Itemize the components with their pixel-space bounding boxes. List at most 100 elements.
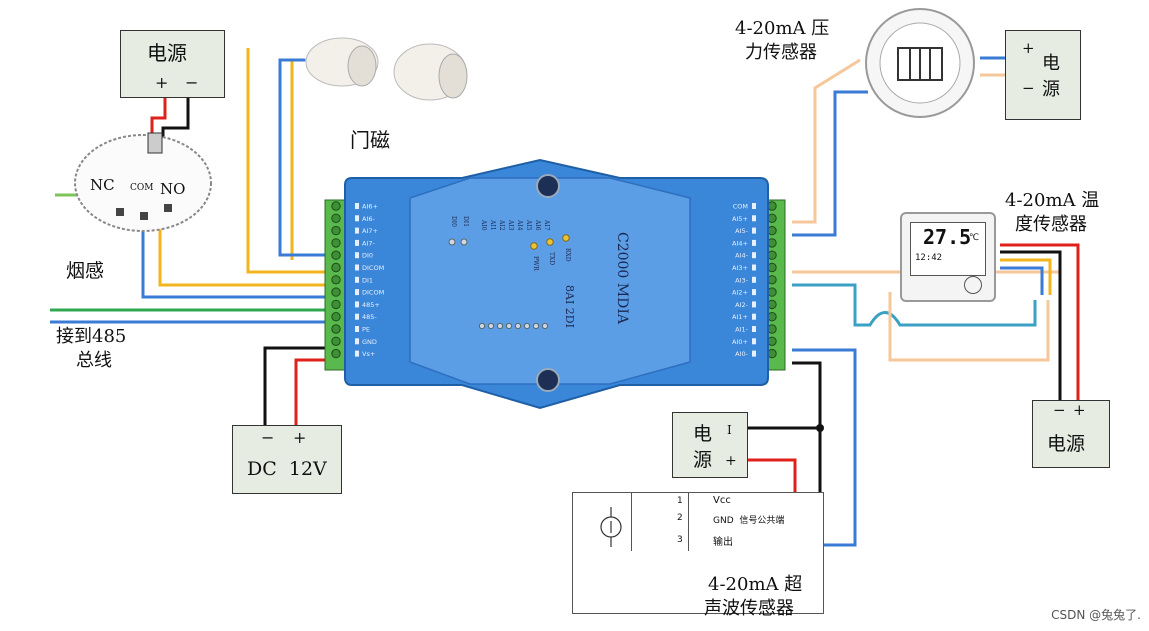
power-box-bottom: 电 源 I + — [672, 412, 748, 478]
wire-black-temp — [1000, 250, 1062, 400]
left-terminal-label: DI0 — [362, 252, 373, 260]
right-terminal-marker — [752, 350, 756, 357]
left-terminal-label: DICOM — [362, 289, 384, 297]
smoke-label: 烟感 — [66, 260, 105, 282]
temp-label-2: 度传感器 — [1015, 214, 1087, 235]
left-terminal-screw — [331, 238, 341, 248]
power-tr-line2: 源 — [1042, 79, 1060, 100]
left-terminal-label: Vs+ — [362, 350, 375, 358]
pin-1-num: 1 — [677, 496, 683, 506]
power-r-label: 电源 — [1047, 433, 1086, 455]
left-terminal-label: AI6- — [362, 215, 375, 223]
right-terminal-marker — [752, 338, 756, 345]
wire-orange-temp — [1000, 258, 1052, 295]
right-terminal-label: COM — [733, 203, 748, 211]
right-terminal-label: AI5+ — [732, 215, 748, 223]
right-terminal-screw — [767, 250, 777, 260]
wire-red-smoke-power — [150, 98, 167, 140]
bus-label-1: 接到485 — [56, 326, 127, 347]
di-led-label: DI1 — [462, 216, 469, 227]
left-terminal-label: DICOM — [362, 264, 384, 272]
right-terminal-marker — [752, 289, 756, 296]
right-terminal-label: AI2+ — [732, 289, 748, 297]
right-terminal-label: AI4- — [735, 252, 748, 260]
ai-led — [514, 322, 522, 330]
pin-3-num: 3 — [677, 535, 683, 545]
power-box-right: − + 电源 — [1032, 400, 1110, 468]
left-terminal-marker — [355, 313, 359, 320]
module-spec: 8AI 2DI — [563, 285, 576, 328]
temp-display-value: 27.5 — [923, 225, 972, 249]
right-terminal-marker — [752, 313, 756, 320]
left-terminal-label: 485- — [362, 313, 377, 321]
watermark: CSDN @兔兔了. — [1051, 608, 1141, 622]
ai-led-label: AI0 — [480, 219, 487, 231]
left-terminal-marker — [355, 239, 359, 246]
dc-plus: + — [293, 428, 307, 447]
left-terminal-label: AI7+ — [362, 227, 378, 235]
dc-minus: − — [261, 428, 275, 447]
power-b-line1: 电 — [693, 423, 713, 445]
left-terminal-marker — [355, 252, 359, 259]
status-led-rxd — [562, 234, 570, 242]
ai-led — [505, 322, 513, 330]
ai-led — [487, 322, 495, 330]
power-box-top-right: + − 电 源 — [1005, 30, 1081, 120]
mount-screw-bottom — [536, 368, 560, 392]
left-terminal-label: 485+ — [362, 301, 380, 309]
module-model: C2000 MDIA — [614, 232, 630, 325]
di-led — [448, 238, 456, 246]
pressure-label-1: 4-20mA 压 — [735, 18, 830, 39]
wire-red-temp — [1000, 243, 1080, 400]
power-box-top-left: 电源 + − — [120, 30, 225, 98]
wire-blue-temp-2 — [1000, 266, 1044, 295]
wire-yellow-door-1 — [246, 48, 335, 274]
left-terminal-screw — [331, 225, 341, 236]
left-terminal-label: PE — [362, 326, 370, 334]
power-title: 电源 — [147, 41, 187, 65]
left-terminal-marker — [355, 264, 359, 271]
pin-2-num: 2 — [677, 513, 683, 523]
right-terminal-screw — [767, 287, 777, 297]
left-terminal-screw — [331, 312, 341, 322]
ai-led-label: AI2 — [498, 219, 505, 231]
right-terminal-label: AI5- — [735, 227, 748, 235]
right-terminal-label: AI0+ — [732, 338, 748, 346]
right-terminal-marker — [752, 264, 756, 271]
left-terminal-screw — [331, 348, 341, 359]
power-tr-plus: + — [1022, 39, 1035, 57]
ultrasonic-pin-table — [631, 493, 689, 551]
left-terminal-screw — [331, 336, 341, 346]
left-terminal-marker — [355, 276, 359, 283]
power-r-minus: − — [1053, 401, 1066, 419]
smoke-nc-label: NC — [90, 176, 115, 194]
right-terminal-label: AI0- — [735, 350, 748, 358]
left-terminal-screw — [331, 213, 341, 224]
smoke-term-no — [164, 204, 172, 212]
left-terminal-screw — [331, 287, 341, 297]
power-b-plus: + — [725, 453, 737, 469]
left-terminal-marker — [355, 350, 359, 357]
right-terminal-screw — [767, 299, 777, 310]
temp-display: 27.5 ℃ 12:42 — [910, 222, 986, 276]
left-terminal-screw — [331, 275, 341, 285]
right-terminal-marker — [752, 301, 756, 308]
right-terminal-marker — [752, 326, 756, 332]
right-terminal-marker — [752, 227, 756, 234]
ai-led-label: AI5 — [525, 219, 532, 231]
wire-blue-pressure — [792, 90, 868, 237]
right-terminal-label: AI1+ — [732, 313, 748, 321]
right-terminal-label: AI3- — [735, 276, 748, 284]
pin-3-name: 输出 — [713, 537, 733, 548]
dc-label: DC 12V — [247, 458, 327, 480]
power-plus: + — [155, 73, 169, 92]
wire-peach-pressure — [792, 58, 861, 224]
di-led — [460, 238, 468, 246]
smoke-term-com — [140, 212, 148, 220]
pressure-label-2: 力传感器 — [745, 42, 817, 63]
temp-logo-icon — [964, 276, 982, 294]
right-terminal-screw — [767, 275, 777, 285]
wire-black-smoke-power — [161, 98, 190, 140]
pin-2-name: GND 信号公共端 — [713, 516, 785, 526]
